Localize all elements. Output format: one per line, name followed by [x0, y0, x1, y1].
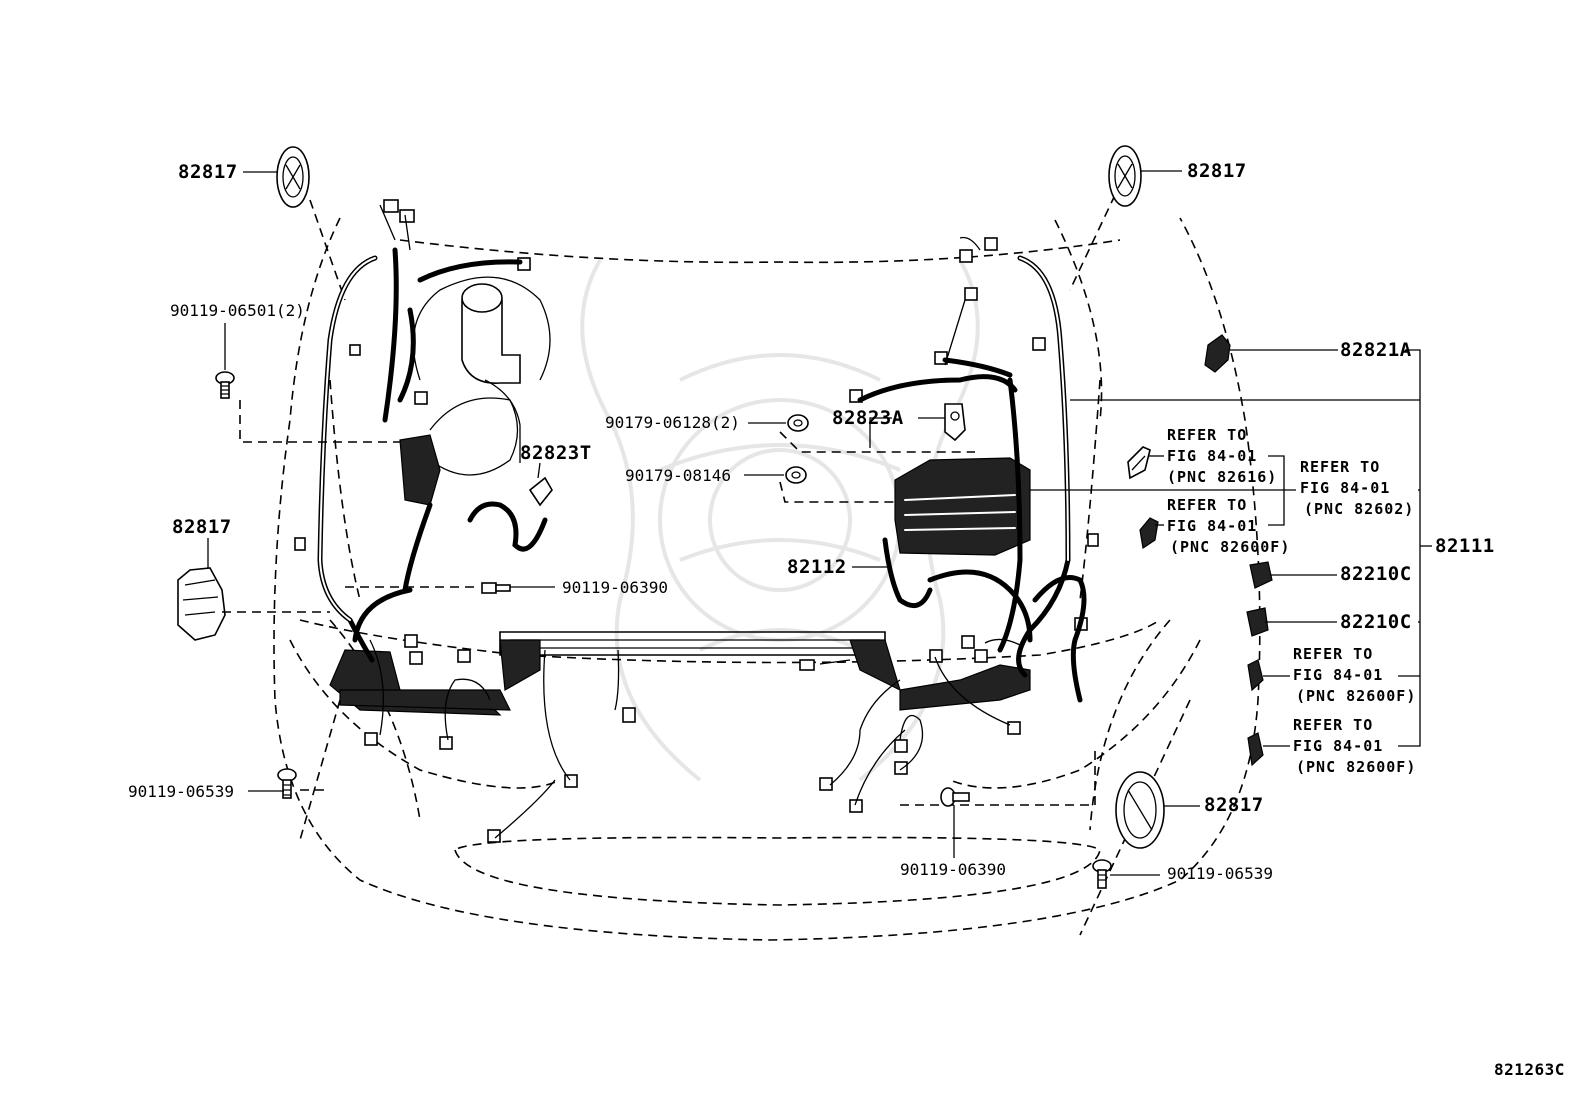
label-82210C-2: 82210C	[1340, 611, 1412, 633]
refer-note-line2: FIG 84-01	[1293, 737, 1383, 755]
connector-82600F-b-icon	[1247, 659, 1264, 692]
connector-clusters	[294, 199, 1099, 843]
label-90179-06128: 90179-06128(2)	[605, 413, 740, 432]
label-90119-06539-left: 90119-06539	[128, 782, 234, 801]
label-90119-06501: 90119-06501(2)	[170, 301, 305, 320]
refer-note-82600F-c: REFER TO FIG 84-01 (PNC 82600F)	[1293, 716, 1416, 776]
label-82821A: 82821A	[1340, 339, 1412, 361]
label-90179-08146: 90179-08146	[625, 466, 731, 485]
bolt-90119-06539-left-icon	[277, 768, 297, 799]
label-82817-bottom-right: 82817	[1204, 794, 1264, 816]
connector-82600F-a-icon	[1139, 517, 1159, 550]
nut-90179-06128-icon	[787, 414, 809, 432]
refer-note-line3: (PNC 82600F)	[1170, 538, 1290, 556]
refer-note-line2: FIG 84-01	[1293, 666, 1383, 684]
bolt-90119-06390-bottom-icon	[940, 787, 970, 807]
refer-note-line1: REFER TO	[1167, 496, 1247, 514]
connector-82823A-icon	[944, 403, 966, 442]
refer-note-line1: REFER TO	[1300, 458, 1380, 476]
engine-bay	[294, 199, 1099, 843]
refer-note-line3: (PNC 82602)	[1304, 500, 1414, 518]
vehicle-outline	[273, 194, 1261, 941]
label-90119-06390-left: 90119-06390	[562, 578, 668, 597]
label-82817-top-right: 82817	[1187, 160, 1247, 182]
connector-82210C-1-icon	[1249, 561, 1273, 589]
label-82817-mid-left: 82817	[172, 516, 232, 538]
refer-note-line1: REFER TO	[1167, 426, 1247, 444]
connector-82823T-icon	[528, 476, 553, 507]
bolt-90119-06501-icon	[215, 371, 235, 399]
refer-note-line1: REFER TO	[1293, 716, 1373, 734]
refer-note-line3: (PNC 82616)	[1167, 468, 1277, 486]
refer-note-line1: REFER TO	[1293, 645, 1373, 663]
refer-note-82600F-b: REFER TO FIG 84-01 (PNC 82600F)	[1293, 645, 1416, 705]
nut-90179-08146-icon	[785, 466, 807, 484]
label-82823A: 82823A	[832, 407, 904, 429]
label-82823T: 82823T	[520, 442, 592, 464]
grommet-82817-mid-left	[177, 567, 226, 641]
refer-note-82616: REFER TO FIG 84-01 (PNC 82616)	[1167, 426, 1277, 486]
refer-note-line2: FIG 84-01	[1167, 517, 1257, 535]
connector-82616-icon	[1127, 446, 1151, 480]
figure-code: 821263C	[1494, 1060, 1565, 1079]
refer-note-line3: (PNC 82600F)	[1296, 687, 1416, 705]
label-82817-top-left: 82817	[178, 161, 238, 183]
leader-lines	[207, 170, 1432, 876]
bolt-90119-06539-right-icon	[1092, 859, 1112, 889]
refer-note-82602: REFER TO FIG 84-01 (PNC 82602)	[1300, 458, 1414, 518]
label-82111: 82111	[1435, 535, 1495, 557]
part-labels: 82817 82817 82817 82817 90119-06501(2) 9…	[128, 160, 1495, 883]
connector-82600F-c-icon	[1247, 732, 1264, 767]
label-82112: 82112	[787, 556, 847, 578]
label-90119-06539-right: 90119-06539	[1167, 864, 1273, 883]
refer-note-line2: FIG 84-01	[1167, 447, 1257, 465]
label-82210C-1: 82210C	[1340, 563, 1412, 585]
grommet-82817-bottom-right	[1115, 771, 1165, 849]
label-90119-06390-bottom: 90119-06390	[900, 860, 1006, 879]
wire-harness-82111	[317, 204, 1087, 839]
refer-note-line3: (PNC 82600F)	[1296, 758, 1416, 776]
connector-82210C-2-icon	[1246, 607, 1269, 637]
grommet-82817-top-left	[276, 146, 310, 208]
refer-note-82600F-a: REFER TO FIG 84-01 (PNC 82600F)	[1167, 496, 1290, 556]
refer-note-line2: FIG 84-01	[1300, 479, 1390, 497]
bolt-90119-06390-left-icon	[481, 582, 511, 594]
connector-82821A-icon	[1204, 334, 1231, 373]
grommet-82817-top-right	[1108, 145, 1142, 207]
